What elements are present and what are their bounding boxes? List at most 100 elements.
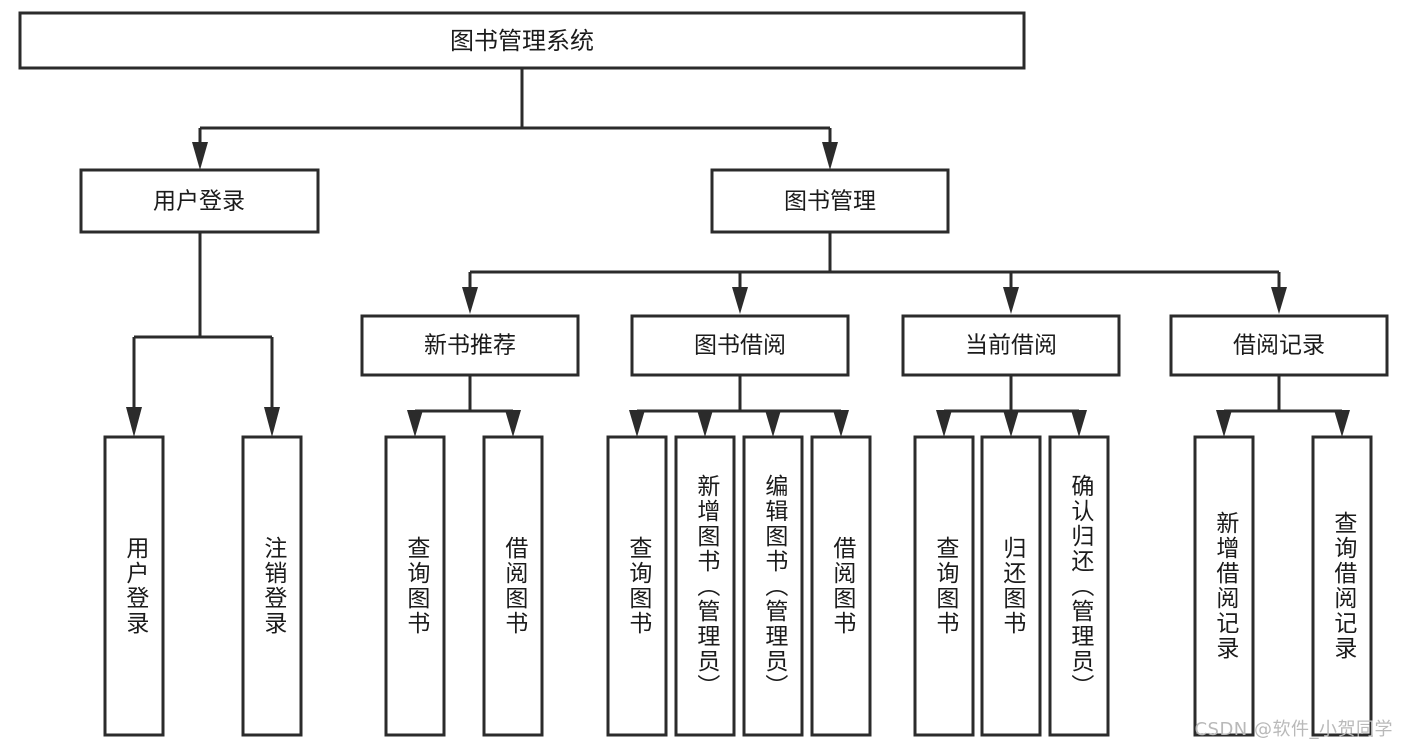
node-box <box>1169 314 1389 377</box>
arrow-head-icon <box>936 410 952 437</box>
leaf-node-newbook-borrow[interactable]: 借阅图书 <box>482 435 544 737</box>
leaf-node-current-query-book[interactable]: 查询图书 <box>913 435 975 737</box>
node-label: 新书推荐 <box>424 333 516 359</box>
arrow-head-icon <box>697 410 713 437</box>
node-label: 借阅图书 <box>828 536 855 636</box>
node-box <box>79 168 320 234</box>
node-box <box>360 314 580 377</box>
node-label: 用户登录 <box>153 189 245 215</box>
node-box <box>384 435 446 737</box>
edge-group-borrow-to-leaves <box>629 375 849 437</box>
arrow-head-icon <box>1271 287 1287 314</box>
node-box <box>674 435 736 737</box>
arrow-head-icon <box>462 287 478 314</box>
node-label: 当前借阅 <box>965 333 1057 359</box>
arrow-head-icon <box>822 142 838 170</box>
node-label-container: 查询图书 <box>931 536 958 636</box>
node-box <box>630 314 850 377</box>
arrow-head-icon <box>1003 287 1019 314</box>
leaf-node-borrow-add-book-admin[interactable]: 新增图书（管理员） <box>674 435 736 737</box>
node-label: 新增图书（管理员） <box>692 473 719 699</box>
node-box <box>606 435 668 737</box>
arrow-head-icon <box>1216 410 1232 437</box>
arrow-head-icon <box>629 410 645 437</box>
node-book-management[interactable]: 图书管理 <box>710 168 950 234</box>
node-box <box>913 435 975 737</box>
arrow-head-icon <box>192 142 208 170</box>
node-label: 确认归还（管理员） <box>1066 473 1093 699</box>
leaf-node-newbook-query[interactable]: 查询图书 <box>384 435 446 737</box>
arrow-head-icon <box>505 410 521 437</box>
leaf-node-record-query-record[interactable]: 查询借阅记录 <box>1311 435 1373 737</box>
node-box <box>1311 435 1373 737</box>
node-label: 图书管理系统 <box>450 27 594 55</box>
node-label-container: 新增图书（管理员） <box>692 473 719 699</box>
edge-group-newbook-to-leaves <box>407 375 521 437</box>
node-root-book-management-system[interactable]: 图书管理系统 <box>18 11 1026 70</box>
node-label-container: 编辑图书（管理员） <box>760 473 787 699</box>
leaf-node-borrow-query-book[interactable]: 查询图书 <box>606 435 668 737</box>
leaf-node-current-confirm-return-admin[interactable]: 确认归还（管理员） <box>1048 435 1110 737</box>
leaf-node-user-login-signin[interactable]: 用户登录 <box>103 435 165 737</box>
node-label: 查询图书 <box>624 536 651 636</box>
arrow-head-icon <box>833 410 849 437</box>
node-new-book-recommend[interactable]: 新书推荐 <box>360 314 580 377</box>
node-label: 编辑图书（管理员） <box>760 473 787 699</box>
node-label-container: 查询图书 <box>402 536 429 636</box>
node-label-container: 用户登录 <box>121 536 148 636</box>
arrow-head-icon <box>264 407 280 437</box>
node-label-container: 归还图书 <box>998 536 1025 636</box>
node-label: 归还图书 <box>998 536 1025 636</box>
node-label-container: 查询借阅记录 <box>1329 511 1356 661</box>
node-box <box>810 435 872 737</box>
node-box <box>710 168 950 234</box>
node-box <box>901 314 1121 377</box>
node-label-container: 确认归还（管理员） <box>1066 473 1093 699</box>
node-box <box>742 435 804 737</box>
edge-group-root-to-level2 <box>192 68 838 170</box>
node-box <box>980 435 1042 737</box>
node-box <box>18 11 1026 70</box>
node-label: 新增借阅记录 <box>1211 511 1238 661</box>
node-label: 查询图书 <box>402 536 429 636</box>
node-current-borrow[interactable]: 当前借阅 <box>901 314 1121 377</box>
leaf-node-record-add-record[interactable]: 新增借阅记录 <box>1193 435 1255 737</box>
node-box <box>103 435 165 737</box>
node-borrow-record[interactable]: 借阅记录 <box>1169 314 1389 377</box>
arrow-head-icon <box>1071 410 1087 437</box>
arrow-head-icon <box>126 407 142 437</box>
leaf-node-current-return-book[interactable]: 归还图书 <box>980 435 1042 737</box>
edge-group-bookmgmt-to-level3 <box>462 232 1287 314</box>
node-label: 用户登录 <box>121 536 148 636</box>
arrow-head-icon <box>1003 410 1019 437</box>
node-label: 查询借阅记录 <box>1329 511 1356 661</box>
node-label-container: 借阅图书 <box>828 536 855 636</box>
arrow-head-icon <box>1334 410 1350 437</box>
edge-group-record-to-leaves <box>1216 375 1350 437</box>
edge-group-userlogin-to-leaves <box>126 232 280 437</box>
node-label: 查询图书 <box>931 536 958 636</box>
node-label: 借阅记录 <box>1233 333 1325 359</box>
node-box <box>1048 435 1110 737</box>
node-box <box>241 435 303 737</box>
node-label: 图书管理 <box>784 189 876 215</box>
arrow-head-icon <box>765 410 781 437</box>
node-label-container: 新增借阅记录 <box>1211 511 1238 661</box>
node-label-container: 注销登录 <box>259 536 286 636</box>
arrow-head-icon <box>407 410 423 437</box>
node-box <box>482 435 544 737</box>
arrow-head-icon <box>732 287 748 314</box>
edge-group-current-to-leaves <box>936 375 1087 437</box>
node-label: 注销登录 <box>259 536 286 636</box>
node-label: 图书借阅 <box>694 333 786 359</box>
leaf-node-borrow-edit-book-admin[interactable]: 编辑图书（管理员） <box>742 435 804 737</box>
node-user-login[interactable]: 用户登录 <box>79 168 320 234</box>
leaf-node-borrow-borrow-book[interactable]: 借阅图书 <box>810 435 872 737</box>
node-label-container: 借阅图书 <box>501 536 527 636</box>
node-book-borrow[interactable]: 图书借阅 <box>630 314 850 377</box>
leaf-node-user-login-signout[interactable]: 注销登录 <box>241 435 303 737</box>
node-label-container: 查询图书 <box>624 536 651 636</box>
node-box <box>1193 435 1255 737</box>
